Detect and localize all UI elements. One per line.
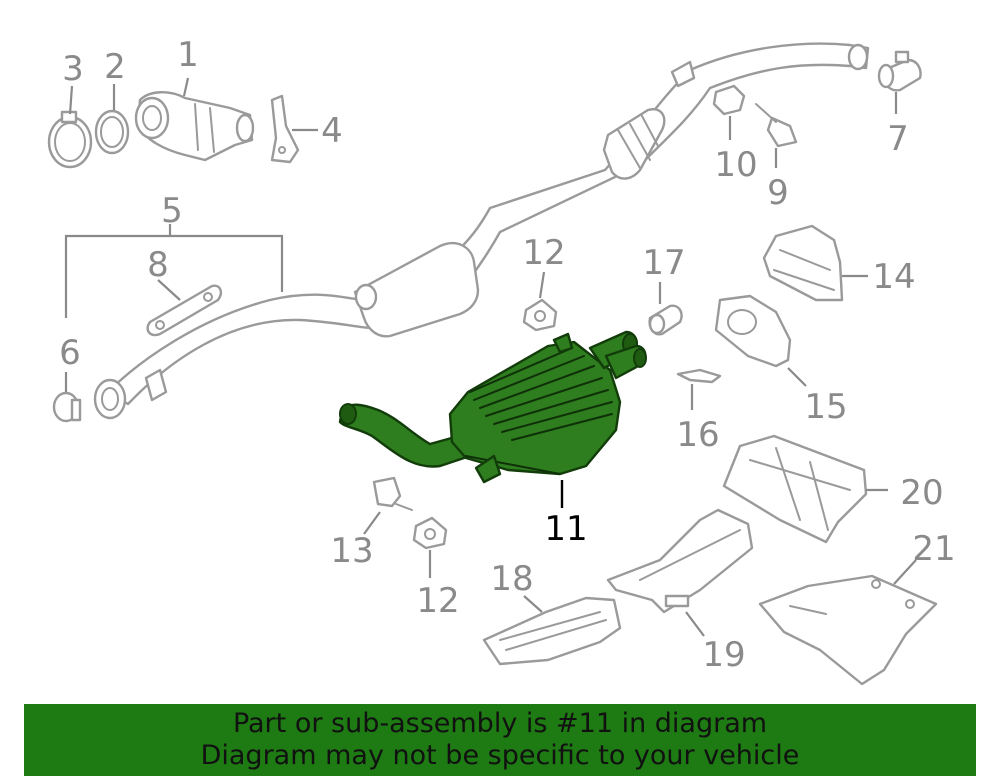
- callout-1: 1: [177, 35, 199, 75]
- heat-shield-part-21[interactable]: [758, 574, 938, 686]
- clamp-part-3[interactable]: [47, 110, 93, 169]
- callout-19: 19: [702, 635, 745, 675]
- banner-line-1: Part or sub-assembly is #11 in diagram: [232, 708, 768, 739]
- heat-shield-part-20[interactable]: [722, 434, 868, 544]
- callout-12-upper: 12: [522, 233, 565, 273]
- callout-13: 13: [330, 531, 373, 571]
- downpipe-part-1[interactable]: [134, 91, 255, 162]
- mount-part-13[interactable]: [372, 476, 413, 511]
- callout-10: 10: [714, 145, 757, 185]
- leader-lines: [64, 77, 917, 637]
- callout-11: 11: [544, 509, 587, 549]
- sleeve-part-17[interactable]: [648, 304, 683, 336]
- callout-8: 8: [147, 245, 169, 285]
- bracket-part-4[interactable]: [270, 94, 300, 164]
- heat-shield-part-14[interactable]: [762, 224, 844, 302]
- callout-labels: 1 2 3 4 5 6 7 8 9 10 11 12 12 13 14 15 1…: [59, 35, 955, 675]
- callout-2: 2: [104, 47, 126, 87]
- callout-16: 16: [676, 415, 719, 455]
- callout-21: 21: [912, 529, 955, 569]
- clamp-part-6[interactable]: [52, 391, 82, 423]
- callout-14: 14: [872, 257, 915, 297]
- gasket-part-2[interactable]: [94, 109, 130, 155]
- callout-18: 18: [490, 559, 533, 599]
- info-banner: Part or sub-assembly is #11 in diagram D…: [24, 704, 976, 776]
- hanger-part-10[interactable]: [712, 84, 746, 116]
- heat-shield-part-19[interactable]: [606, 508, 754, 614]
- callout-3: 3: [62, 49, 84, 89]
- callout-20: 20: [900, 473, 943, 513]
- clip-part-9[interactable]: [755, 103, 798, 148]
- callout-7: 7: [887, 119, 909, 159]
- plate-part-15[interactable]: [714, 294, 792, 368]
- clip-part-16[interactable]: [676, 368, 722, 384]
- callout-15: 15: [804, 387, 847, 427]
- exhaust-parts-diagram: 1 2 3 4 5 6 7 8 9 10 11 12 12 13 14 15 1…: [47, 35, 956, 686]
- exhaust-pipe-part-5[interactable]: [93, 42, 870, 420]
- hanger-part-12-lower[interactable]: [412, 516, 448, 550]
- callout-9: 9: [767, 173, 789, 213]
- callout-12-lower: 12: [416, 581, 459, 621]
- bracket-plate-part-8[interactable]: [146, 284, 223, 337]
- callout-4: 4: [321, 111, 343, 151]
- callout-17: 17: [642, 243, 685, 283]
- heat-shield-part-18[interactable]: [482, 596, 622, 666]
- callout-6: 6: [59, 333, 81, 373]
- banner-line-2: Diagram may not be specific to your vehi…: [200, 740, 800, 771]
- clamp-part-7[interactable]: [877, 50, 922, 92]
- hanger-part-12-upper[interactable]: [522, 298, 558, 332]
- rear-muffler-part-11[interactable]: [338, 330, 647, 484]
- callout-5: 5: [161, 191, 183, 231]
